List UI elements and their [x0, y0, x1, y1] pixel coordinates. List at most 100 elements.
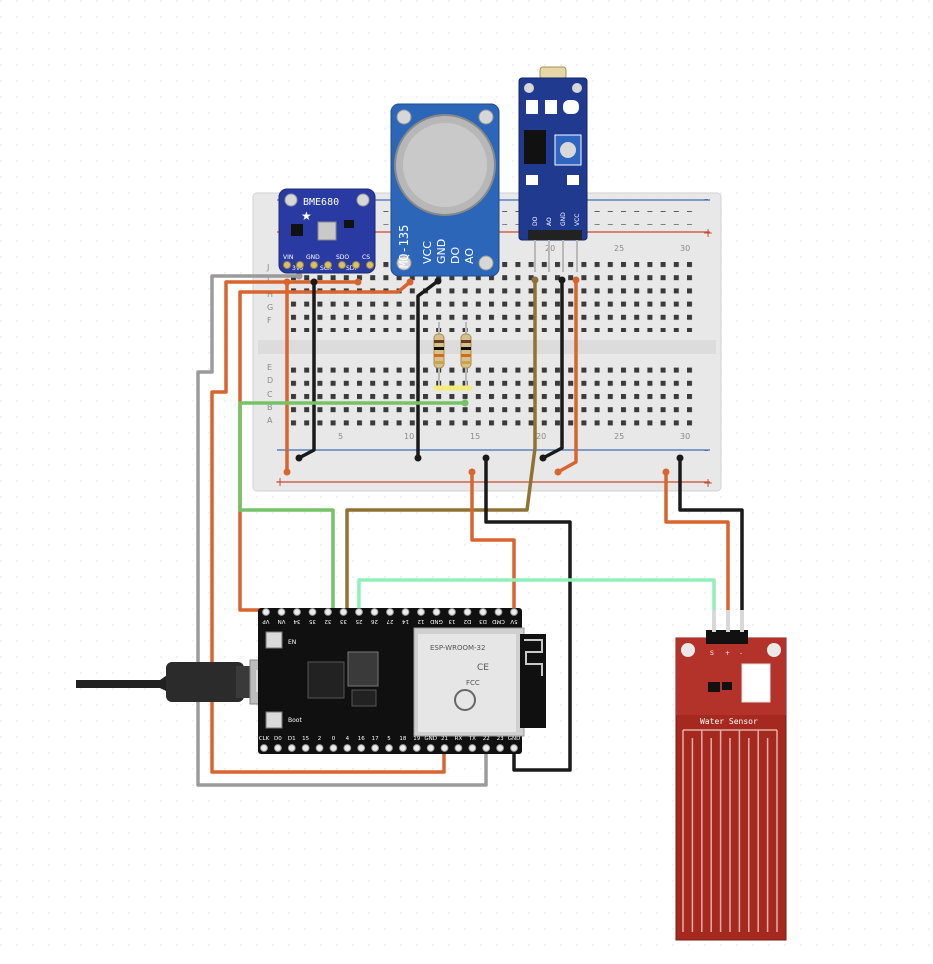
esp32-pin[interactable]	[308, 608, 317, 616]
wire-mint-water-signal[interactable]	[357, 578, 716, 614]
wire-orange-esp-5v[interactable]	[470, 470, 516, 614]
esp32-pin[interactable]	[386, 608, 394, 616]
esp32-pin[interactable]	[329, 744, 338, 752]
wire-orange-i2c[interactable]	[210, 280, 446, 774]
resistor-2[interactable]	[460, 322, 472, 388]
ldr-module[interactable]: DO AO GND VCC	[518, 66, 588, 272]
esp32-pin-label: 34	[293, 618, 300, 624]
row-letter: D	[267, 376, 273, 385]
esp32-pin[interactable]	[355, 608, 363, 616]
wire-orange-water-vcc[interactable]	[664, 470, 730, 612]
wire-end	[531, 276, 539, 284]
wire-gray[interactable]	[196, 274, 488, 787]
wire-black-ldr-gnd[interactable]	[541, 278, 564, 460]
esp32-pin[interactable]	[370, 608, 379, 616]
esp32-pin[interactable]	[401, 608, 410, 616]
esp32-pin-label: 19	[413, 736, 420, 742]
esp32-pin-label: GND	[430, 618, 443, 624]
esp32-pin[interactable]	[357, 744, 366, 752]
esp32-pin[interactable]	[468, 744, 477, 752]
row-letter: B	[267, 403, 273, 412]
esp32-pin[interactable]	[260, 744, 268, 752]
column-number-bottom: 10	[404, 432, 414, 441]
wire-black-bme-gnd[interactable]	[297, 280, 316, 460]
esp32-pin-label: CLK	[259, 736, 270, 742]
esp32-pin[interactable]	[412, 744, 421, 752]
esp32-pin[interactable]	[448, 608, 456, 616]
wire-green[interactable]	[238, 401, 467, 614]
mq135-pin-label: AO	[463, 248, 476, 264]
column-number-bottom: 5	[338, 432, 343, 441]
esp32-pin[interactable]	[510, 744, 518, 752]
esp32-pin-label: 33	[340, 618, 347, 624]
potentiometer-icon[interactable]	[560, 142, 576, 158]
esp32-pin[interactable]	[339, 608, 348, 616]
wire-orange-5v-left[interactable]	[238, 280, 412, 612]
esp32-pin[interactable]	[494, 608, 503, 616]
esp32-pin[interactable]	[287, 744, 296, 752]
esp32-pin[interactable]	[463, 608, 472, 616]
star-icon: ★	[301, 209, 312, 223]
column-number-top: 30	[680, 244, 690, 253]
esp32-pin[interactable]	[293, 608, 301, 616]
boot-button[interactable]	[265, 711, 283, 729]
esp32-pin[interactable]	[454, 744, 463, 752]
rail-minus-label-top: -	[704, 192, 708, 206]
esp32-pin[interactable]	[343, 744, 352, 752]
breadboard: - + - + + J I H G F E D C B A 20 25 30 5…	[252, 192, 722, 492]
cert-mark: CE	[477, 663, 489, 673]
esp32-pin[interactable]	[273, 744, 282, 752]
wire-end	[283, 468, 291, 476]
bme680-pin-label: GND	[306, 254, 320, 261]
mq135-title: MQ-135	[397, 225, 411, 268]
esp32-pin[interactable]	[426, 744, 435, 752]
mq135-board[interactable]: MQ-135 VCC GND DO AO	[390, 103, 500, 277]
esp32-pin-label: 35	[309, 618, 316, 624]
wire-black-water-gnd[interactable]	[678, 456, 744, 612]
wire-end	[461, 399, 469, 407]
wire-orange-ldr-vcc[interactable]	[556, 278, 578, 474]
esp32-pin[interactable]	[432, 608, 441, 616]
rail-plus-label-top: +	[703, 226, 713, 240]
wire-olive-ldr-ao[interactable]	[345, 278, 537, 614]
esp32-pin[interactable]	[510, 608, 518, 616]
row-letter: E	[267, 363, 272, 372]
esp32-pin-label: 14	[402, 618, 409, 624]
esp32-pin[interactable]	[479, 608, 487, 616]
en-button[interactable]	[265, 631, 283, 649]
esp32-pin-label: 18	[399, 736, 406, 742]
wire-end	[414, 454, 422, 462]
esp32-pin-label: 5V	[510, 618, 517, 624]
esp32-pin[interactable]	[496, 744, 505, 752]
esp32-pin-label: 27	[386, 618, 393, 624]
esp32-pin[interactable]	[440, 744, 449, 752]
esp32-pin[interactable]	[301, 744, 310, 752]
esp32-pin-label: D3	[479, 618, 487, 624]
esp32-pin[interactable]	[315, 744, 324, 752]
resistor-1[interactable]	[433, 322, 445, 388]
esp32-pin-label: TX	[468, 736, 476, 742]
wire-black-esp-gnd[interactable]	[484, 456, 572, 772]
wire-end	[662, 468, 670, 476]
esp32-pin[interactable]	[262, 608, 270, 616]
esp32-pin-label: D1	[288, 736, 296, 742]
rail-minus-label-bottom: -	[704, 443, 708, 457]
bme680-board[interactable]: BME680 ★ VIN GND SDO CS 3Vo SCK SDI	[278, 188, 376, 274]
wire-end	[406, 278, 414, 286]
esp32-pin[interactable]	[324, 608, 332, 616]
ldr-pin-label: AO	[546, 217, 553, 226]
esp32-pin[interactable]	[482, 744, 491, 752]
esp32-pin-label: 21	[441, 736, 448, 742]
esp32-pin[interactable]	[371, 744, 380, 752]
esp32-pin[interactable]	[398, 744, 407, 752]
esp32-pin-label: 15	[302, 736, 309, 742]
esp32-pin[interactable]	[277, 608, 286, 616]
esp32-pin[interactable]	[385, 744, 393, 752]
esp32-pin-label: D2	[464, 618, 472, 624]
row-letter: F	[267, 316, 272, 325]
column-number-top: 20	[545, 244, 555, 253]
esp32-pin[interactable]	[417, 608, 425, 616]
wire-end	[482, 454, 490, 462]
water-sensor[interactable]: S + - Water Sensor	[675, 610, 787, 941]
